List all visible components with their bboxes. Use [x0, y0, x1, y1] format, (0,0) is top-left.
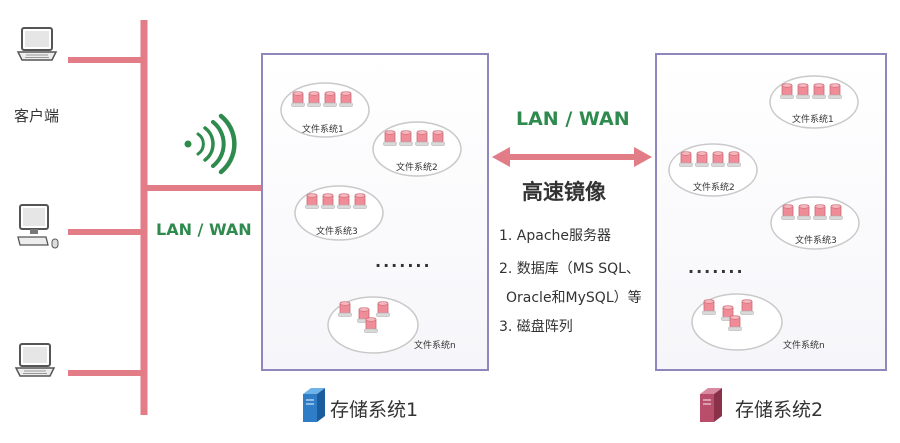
laptop-icon — [15, 343, 55, 377]
filesystem-node — [372, 121, 462, 177]
mirror-item: 2. 数据库（MS SQL、 — [499, 261, 640, 277]
lan-wan-label-middle: LAN / WAN — [516, 108, 630, 130]
client-label: 客户端 — [14, 107, 60, 125]
desktop-icon — [17, 204, 59, 249]
filesystem-node — [691, 293, 783, 351]
filesystem-label: 文件系统3 — [795, 236, 837, 246]
filesystem-label: 文件系统2 — [693, 183, 735, 193]
filesystem-label: 文件系统1 — [302, 125, 344, 135]
filesystem-node — [668, 143, 758, 197]
filesystem-node — [280, 82, 370, 138]
filesystem-node — [327, 296, 419, 354]
wifi-icon — [184, 113, 237, 175]
filesystem-label: 文件系统3 — [316, 227, 358, 237]
filesystem-node — [770, 196, 860, 250]
filesystem-label: 文件系统1 — [792, 115, 834, 125]
filesystem-node — [769, 75, 859, 129]
mirror-item: 3. 磁盘阵列 — [499, 319, 573, 335]
filesystem-label: 文件系统n — [783, 341, 825, 351]
red-server-icon — [700, 388, 722, 422]
laptop-icon — [17, 27, 57, 61]
filesystem-label: 文件系统n — [414, 341, 456, 351]
filesystem-label: 文件系统2 — [396, 163, 438, 173]
lan-wan-label-left: LAN / WAN — [156, 220, 252, 239]
mirror-title: 高速镜像 — [522, 180, 606, 204]
storage-system-2-label: 存储系统2 — [735, 399, 824, 421]
mirror-item: Oracle和MySQL）等 — [506, 290, 642, 306]
mirror-arrow — [492, 147, 652, 167]
storage-system-1-label: 存储系统1 — [330, 399, 419, 421]
mirror-item: 1. Apache服务器 — [499, 228, 612, 244]
ellipsis: ....... — [375, 252, 432, 271]
filesystem-node — [294, 185, 384, 241]
ellipsis: ....... — [688, 258, 745, 277]
blue-server-icon — [303, 388, 325, 422]
